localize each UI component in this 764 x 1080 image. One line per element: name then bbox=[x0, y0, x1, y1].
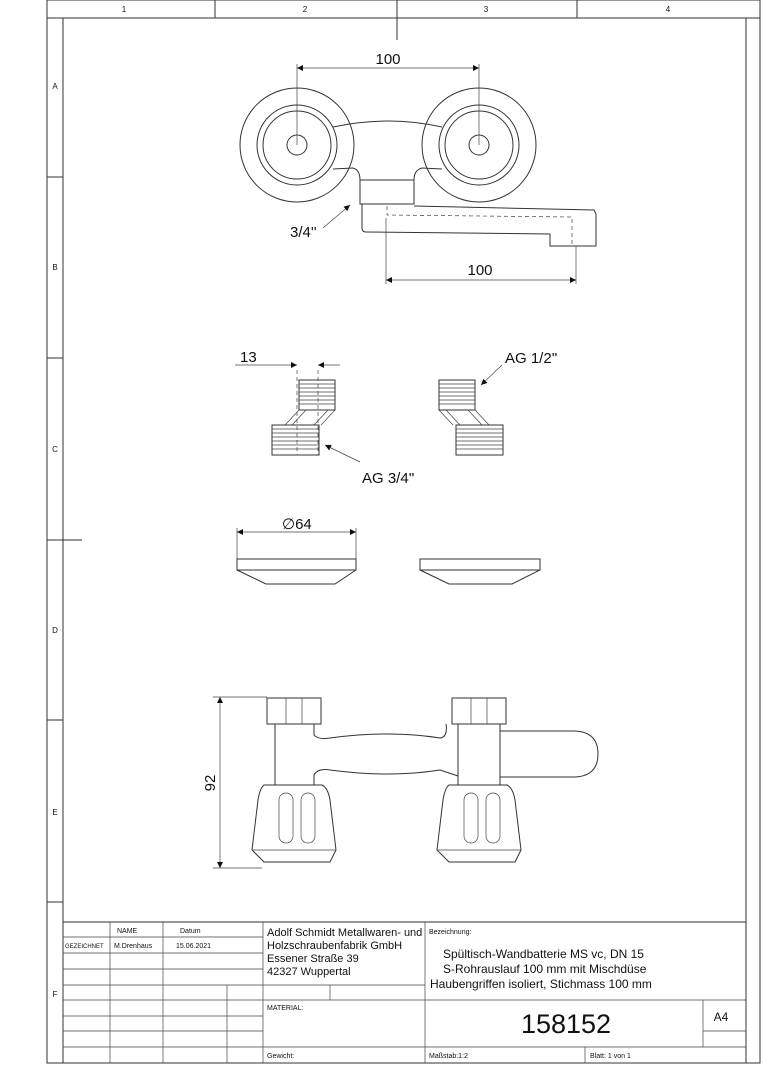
column-label: 2 bbox=[303, 5, 308, 14]
dimension-inlet-thread: 3/4'' bbox=[290, 224, 317, 241]
date-header: Datum bbox=[180, 928, 201, 935]
row-labels: A B C D E F bbox=[52, 82, 58, 999]
rosettes-view: ∅64 bbox=[236, 516, 541, 585]
sheet-label: Blatt: 1 von 1 bbox=[590, 1053, 631, 1060]
row-label: D bbox=[52, 626, 58, 635]
designation-line: Spültisch-Wandbatterie MS vc, DN 15 bbox=[443, 947, 644, 961]
paper-size: A4 bbox=[714, 1010, 729, 1024]
designation-label: Bezeichnung: bbox=[429, 929, 471, 936]
company-line: Holzschraubenfabrik GmbH bbox=[267, 940, 402, 952]
drawn-by: M.Drenhaus bbox=[114, 943, 153, 950]
eccentric-fittings-view: 13 AG 3/4'' AG 1/2'' bbox=[235, 349, 558, 487]
top-view: 100 100 3/4'' bbox=[239, 51, 597, 284]
row-label: E bbox=[52, 808, 57, 817]
designation-line: Haubengriffen isoliert, Stichmass 100 mm bbox=[430, 977, 652, 991]
dimension-rosette-label: ∅64 bbox=[282, 516, 312, 533]
company-line: Essener Straße 39 bbox=[267, 953, 359, 965]
column-label: 3 bbox=[484, 5, 489, 14]
column-labels: 1 2 3 4 bbox=[122, 5, 671, 14]
name-header: NAME bbox=[117, 928, 138, 935]
dimension-height: 92 bbox=[202, 775, 219, 792]
row-label: C bbox=[52, 445, 58, 454]
drawing-number: 158152 bbox=[521, 1009, 611, 1039]
drawing-frame bbox=[46, 0, 761, 1064]
drawn-date: 15.06.2021 bbox=[176, 943, 211, 950]
drawn-label: GEZEICHNET bbox=[65, 944, 104, 950]
company-line: 42327 Wuppertal bbox=[267, 966, 351, 978]
dimension-spout-length: 100 bbox=[467, 262, 492, 279]
scale-label: Maßstab:1:2 bbox=[429, 1053, 468, 1060]
row-label: B bbox=[52, 263, 57, 272]
weight-label: Gewicht: bbox=[267, 1053, 294, 1060]
material-label: MATERIAL: bbox=[267, 1005, 303, 1012]
dimension-offset: 13 bbox=[240, 349, 257, 366]
dimension-top-spacing: 100 bbox=[375, 51, 400, 68]
diameter-symbol: ∅ bbox=[282, 516, 295, 533]
row-label: A bbox=[52, 82, 58, 91]
front-view: 92 bbox=[202, 696, 599, 869]
row-label: F bbox=[53, 990, 58, 999]
dimension-rosette-diameter: 64 bbox=[295, 516, 312, 533]
column-label: 1 bbox=[122, 5, 127, 14]
label-thread-small: AG 1/2'' bbox=[505, 350, 558, 367]
label-thread-large: AG 3/4'' bbox=[362, 470, 415, 487]
column-label: 4 bbox=[666, 5, 671, 14]
title-block: NAME Datum GEZEICHNET M.Drenhaus 15.06.2… bbox=[63, 921, 746, 1063]
designation-line: S-Rohrauslauf 100 mm mit Mischdüse bbox=[443, 962, 647, 976]
company-line: Adolf Schmidt Metallwaren- und bbox=[267, 927, 422, 939]
